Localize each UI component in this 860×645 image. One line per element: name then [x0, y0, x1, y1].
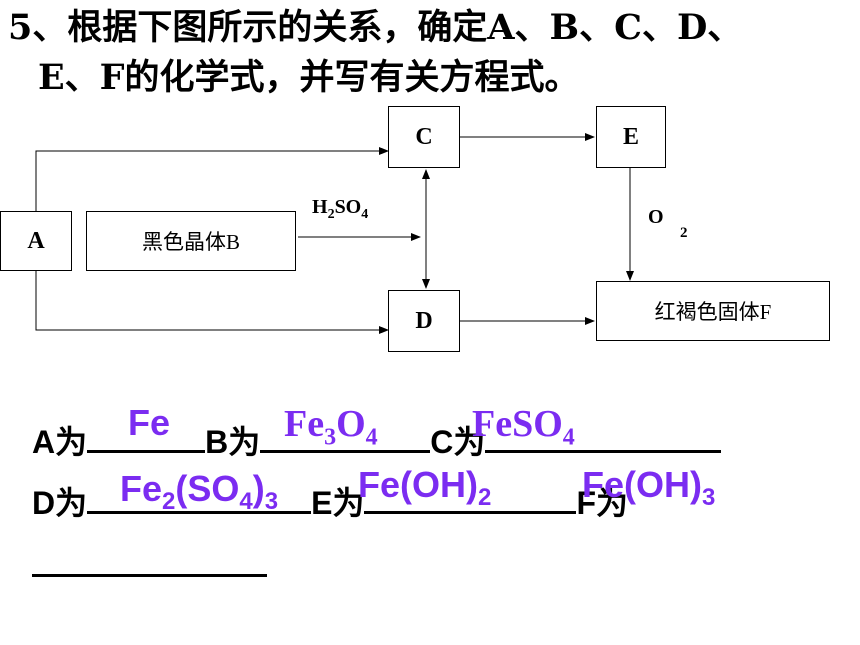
reagent-h2so4: H2SO4	[312, 196, 369, 222]
reagent-o2-sub: 2	[680, 225, 688, 241]
box-f: 红褐色固体F	[596, 281, 830, 341]
answer-c: FeSO4	[472, 403, 575, 451]
blank-d[interactable]	[87, 485, 312, 514]
blank-f[interactable]	[32, 548, 267, 577]
blank-b[interactable]	[260, 424, 431, 453]
blank-e[interactable]	[364, 485, 577, 514]
label-e: E为	[311, 485, 365, 521]
box-b: 黑色晶体B	[86, 211, 296, 271]
answer-b: Fe3O4	[284, 403, 378, 451]
label-b: B为	[205, 424, 261, 460]
question-line-2: E、F的化学式，并写有关方程式。	[38, 57, 580, 98]
answer-row-1: A为 B为 C为	[32, 424, 722, 460]
reagent-o2-o: O	[648, 206, 664, 228]
answer-a: Fe	[128, 402, 171, 443]
box-d: D	[388, 290, 460, 352]
label-a: A为	[32, 424, 88, 460]
label-d: D为	[32, 485, 88, 521]
box-b-label: 黑色晶体B	[141, 230, 240, 254]
box-f-label: 红褐色固体F	[654, 300, 772, 324]
answer-row-3	[32, 548, 267, 584]
question-line-1: 5、根据下图所示的关系，确定A、B、C、D、	[8, 7, 743, 48]
blank-c[interactable]	[485, 424, 722, 453]
answer-e: Fe(OH)2	[358, 464, 492, 512]
box-c: C	[388, 106, 460, 168]
blank-a[interactable]	[87, 424, 206, 453]
label-f: F为	[576, 485, 629, 521]
box-e: E	[596, 106, 666, 168]
arrow-a-to-d	[35, 271, 389, 334]
arrow-a-to-c	[35, 147, 389, 211]
answer-row-2: D为 E为 F为	[32, 485, 628, 521]
answer-f: Fe(OH)3	[582, 464, 716, 512]
label-c: C为	[430, 424, 486, 460]
box-a: A	[0, 211, 72, 271]
answer-d: Fe2(SO4)3	[120, 468, 279, 516]
